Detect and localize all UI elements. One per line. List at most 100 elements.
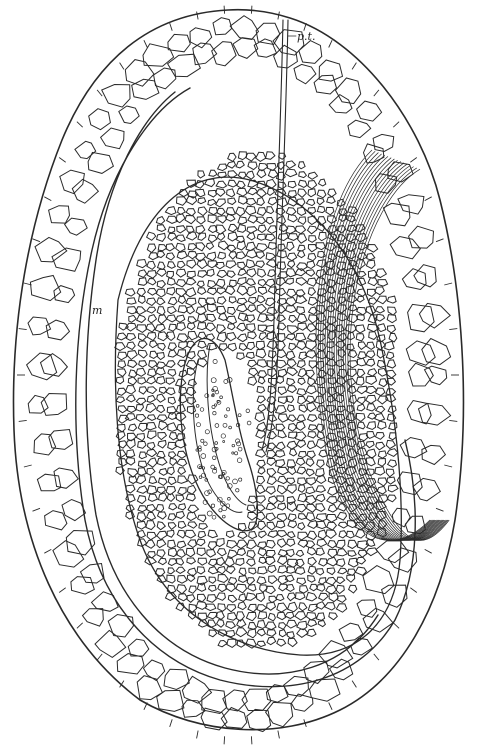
surface-hair — [197, 731, 199, 739]
nucellus-cell — [185, 530, 196, 538]
nucellus-cell — [257, 605, 267, 612]
nucellus-cell — [188, 505, 199, 513]
nucellus-cell — [257, 629, 265, 636]
nucellus-cell — [327, 515, 337, 523]
nucellus-cell — [238, 262, 246, 269]
nucellus-cell — [128, 377, 137, 385]
nucellus-cell — [267, 458, 276, 465]
embryo-sac-granule — [228, 497, 231, 500]
nucellus-cell — [146, 324, 155, 332]
surface-hair — [425, 549, 432, 553]
integument-cell — [119, 106, 139, 124]
nucellus-cell — [268, 443, 276, 450]
nucellus-cell — [286, 269, 296, 277]
nucellus-cell — [388, 325, 396, 333]
nucellus-cell — [337, 577, 345, 584]
integument-cell — [256, 23, 280, 44]
nucellus-cell — [216, 279, 225, 287]
nucellus-cell — [147, 377, 156, 384]
nucellus-cell — [238, 269, 246, 275]
nucellus-cell — [177, 197, 188, 206]
nucellus-cell — [159, 421, 168, 430]
integument-cell — [299, 41, 322, 64]
surface-hair — [449, 420, 457, 421]
nucellus-cell — [147, 387, 156, 394]
nucellus-cell — [307, 261, 315, 269]
nucellus-cell — [149, 477, 157, 484]
nucellus-cell — [295, 226, 306, 234]
nucellus-cell — [146, 403, 156, 412]
nucellus-cell — [276, 406, 287, 414]
nucellus-cell — [236, 161, 244, 168]
nucellus-cell — [118, 361, 126, 368]
nucellus-cell — [298, 452, 306, 458]
nucellus-cell — [176, 512, 184, 519]
nucellus-cell — [126, 450, 134, 457]
nucellus-cell — [148, 458, 157, 467]
nucellus-cell — [246, 260, 255, 268]
nucellus-cell — [137, 513, 146, 522]
nucellus-cell — [247, 227, 257, 234]
nucellus-cell — [316, 514, 326, 521]
nucellus-cell — [157, 415, 167, 421]
nucellus-cell — [226, 316, 236, 324]
nucellus-cell — [158, 315, 167, 324]
nucellus-cell — [277, 612, 286, 619]
nucellus-cell — [166, 253, 174, 260]
nucellus-cell — [308, 172, 317, 179]
nucellus-cell — [347, 575, 355, 582]
nucellus-cell — [307, 451, 315, 458]
nucellus-cell — [147, 271, 156, 279]
nucellus-cell — [257, 621, 265, 629]
nucellus-cell — [267, 332, 276, 340]
embryo-sac-granule — [232, 452, 234, 454]
surface-hair — [197, 12, 199, 20]
nucellus-cell — [118, 406, 127, 413]
nucellus-cell — [248, 298, 256, 304]
nucellus-cell — [376, 442, 385, 450]
nucellus-cell — [387, 296, 396, 303]
nucellus-cell — [298, 532, 308, 540]
nucellus-cell — [197, 217, 205, 224]
nucellus-cell — [218, 216, 227, 224]
nucellus-cell — [236, 559, 244, 566]
nucellus-cell — [178, 208, 186, 215]
nucellus-cell — [288, 191, 296, 198]
nucellus-cell — [308, 620, 317, 627]
nucellus-cell — [277, 251, 287, 258]
nucellus-cell — [187, 595, 195, 603]
nucellus-cell — [166, 244, 175, 251]
nucellus-cell — [288, 386, 297, 393]
nucellus-cell — [168, 477, 176, 484]
integument-cell — [117, 654, 144, 674]
nucellus-cell — [236, 252, 245, 259]
nucellus-cell — [138, 423, 146, 431]
embryo-sac-granule — [238, 447, 242, 451]
nucellus-cell — [148, 494, 157, 501]
embryo-sac-granule — [212, 456, 216, 460]
pollen-tube-label: p.t. — [297, 30, 315, 43]
nucellus-cell — [168, 523, 176, 530]
embryo-sac-granule — [246, 409, 250, 413]
nucellus-cell — [387, 449, 398, 457]
nucellus-cell — [277, 315, 286, 322]
integument-cell — [182, 676, 211, 703]
embryo-sac-granule — [223, 423, 227, 427]
nucellus-cell — [308, 415, 317, 422]
nucellus-cell — [139, 452, 146, 459]
nucellus-cell — [337, 596, 346, 603]
nucellus-cell — [267, 602, 276, 610]
nucellus-cell — [378, 421, 387, 429]
nucellus-cell — [248, 305, 256, 312]
nucellus-cell — [137, 486, 148, 493]
nucellus-cell — [148, 443, 155, 450]
integument-cell — [294, 64, 316, 83]
nucellus-cell — [198, 515, 206, 522]
nucellus-cell — [276, 460, 285, 467]
nucellus-cell — [186, 278, 196, 285]
nucellus-cell — [157, 298, 165, 305]
nucellus-cell — [266, 152, 275, 160]
integument-cell — [382, 585, 407, 607]
nucellus-cell — [177, 323, 186, 331]
